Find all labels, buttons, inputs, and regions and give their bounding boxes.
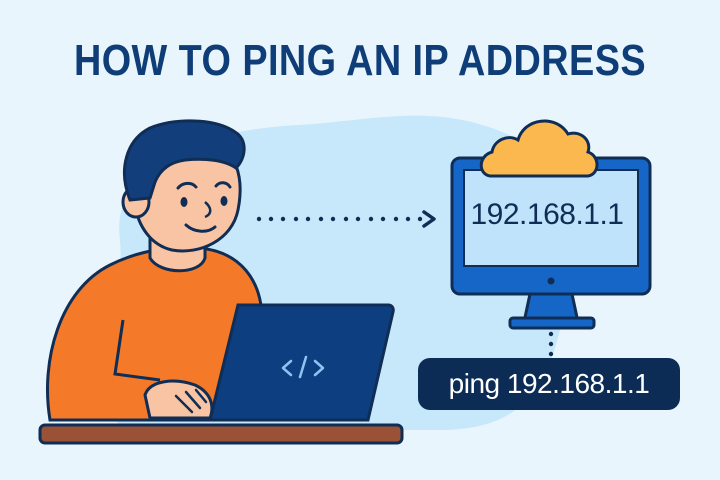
code-icon: [281, 355, 325, 379]
cloud-icon: [479, 119, 599, 178]
dotted-connector: [548, 331, 554, 357]
laptop: [208, 303, 395, 422]
command-box: ping 192.168.1.1: [418, 358, 680, 410]
monitor-ip-address: 192.168.1.1: [470, 198, 624, 231]
monitor: [450, 156, 652, 330]
person-hair: [122, 119, 246, 202]
dotted-arrow-icon: [256, 210, 436, 228]
page-title: HOW TO PING AN IP ADDRESS: [73, 36, 647, 85]
desk: [38, 423, 404, 445]
ping-command-text: ping 192.168.1.1: [448, 368, 650, 399]
